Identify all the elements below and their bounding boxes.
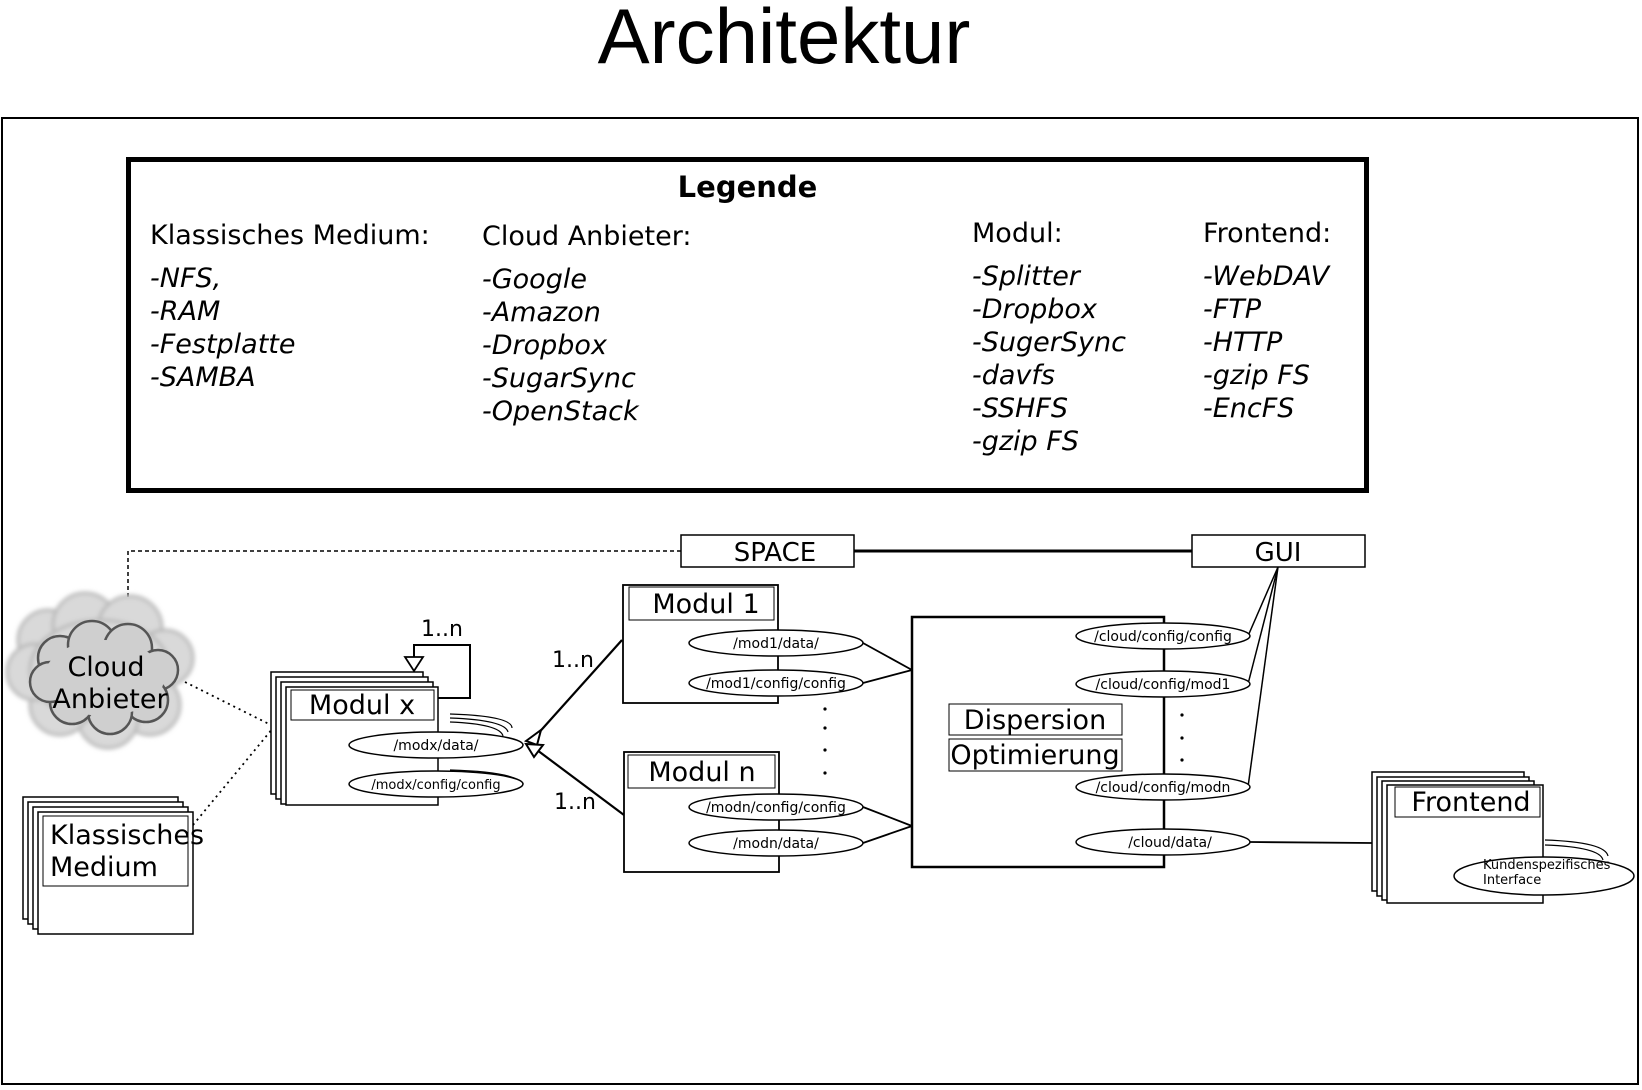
- dispersion-label-box: [948, 703, 1123, 736]
- arrowhead: [523, 727, 543, 747]
- modul-n-header: [627, 754, 776, 789]
- arrowhead: [524, 742, 545, 759]
- modx-config-label: /modx/config/config: [371, 778, 500, 793]
- stack-edge: [1544, 844, 1604, 861]
- modul-n-label: Modul n: [648, 757, 755, 788]
- multiplicity-top: 1..n: [552, 648, 594, 673]
- legend-item: -OpenStack: [482, 396, 639, 427]
- modx-data-ellipse: [348, 731, 524, 759]
- legend-item: -Amazon: [482, 297, 601, 328]
- legend-heading: Modul:: [972, 218, 1063, 249]
- modx-data-label: /modx/data/: [393, 738, 478, 754]
- cloud-shape: [5, 591, 195, 750]
- cloud-data-label: /cloud/data/: [1128, 835, 1212, 851]
- cloud-config-ellipsis-dots: [1180, 713, 1184, 762]
- legend-box: Legende Klassisches Medium: -NFS, -RAM -…: [126, 157, 1369, 493]
- stack-edge: [1544, 839, 1609, 857]
- legend-item: -SugarSync: [482, 363, 636, 394]
- multiplicity-bottom: 1..n: [554, 790, 596, 815]
- cloud-data-frontend-link: [1249, 841, 1373, 844]
- legend-item: -Google: [482, 264, 587, 295]
- legend-column-frontend: Frontend: -WebDAV -FTP -HTTP -gzip FS -E…: [1203, 218, 1331, 425]
- dispersion-label: Dispersion: [964, 705, 1106, 736]
- legend-heading: Frontend:: [1203, 218, 1332, 249]
- legend-item: -gzip FS: [972, 426, 1079, 457]
- gui-config-links: [1247, 566, 1279, 788]
- legend-item: -Splitter: [972, 261, 1080, 292]
- optimierung-label-box: [948, 738, 1123, 772]
- legend-column-modul: Modul: -Splitter -Dropbox -SugerSync -da…: [972, 218, 1126, 458]
- stack-edge: [449, 713, 513, 729]
- legend-item: -SAMBA: [150, 362, 256, 393]
- legend-item: -EncFS: [1203, 393, 1295, 424]
- legend-item: -gzip FS: [1203, 360, 1310, 391]
- cloud-mod1-label: /cloud/config/mod1: [1096, 677, 1231, 693]
- module-dispersion-links: [862, 642, 913, 844]
- legend-column-klassisches-medium: Klassisches Medium: -NFS, -RAM -Festplat…: [150, 220, 430, 394]
- frontend-label: Frontend: [1411, 787, 1530, 818]
- legend-item: -Festplatte: [150, 329, 296, 360]
- modul1-inherit-link: [534, 639, 623, 738]
- stack-edge: [449, 717, 509, 733]
- mod1-config-label: /mod1/config/config: [706, 676, 846, 692]
- legend-item: -WebDAV: [1203, 261, 1330, 292]
- legend-item: -Dropbox: [972, 294, 1097, 325]
- arrowhead: [403, 656, 425, 673]
- page-title: Architektur: [597, 0, 971, 80]
- modul-x-multiplicity: 1..n: [421, 617, 463, 642]
- interface-label-container: Kundenspezifisches Interface: [1483, 858, 1611, 888]
- mod1-data-label: /mod1/data/: [733, 636, 819, 652]
- space-box: [680, 534, 855, 568]
- cloud-modn-ellipse: [1075, 773, 1251, 801]
- stack-edge: [449, 721, 504, 737]
- gui-label: GUI: [1255, 538, 1302, 568]
- cloud-mod1-ellipse: [1075, 670, 1251, 698]
- gui-box: [1191, 534, 1366, 568]
- modul-x-self-link: [413, 644, 471, 699]
- module-ellipsis-dots: [823, 707, 827, 775]
- interface-ellipse: [1453, 856, 1635, 896]
- modn-config-label: /modn/config/config: [706, 800, 846, 816]
- modul-1-label: Modul 1: [652, 589, 759, 620]
- interface-label: Kundenspezifisches Interface: [1483, 858, 1611, 888]
- cloud-modul-dotted-link: [184, 681, 274, 727]
- legend-item: -HTTP: [1203, 327, 1283, 358]
- cloud-config-label: /cloud/config/config: [1094, 629, 1232, 645]
- legend-item: -RAM: [150, 296, 221, 327]
- modul-x-label: Modul x: [309, 690, 415, 721]
- cloud-label-line2: Anbieter: [52, 684, 168, 715]
- legend-item: -Dropbox: [482, 330, 607, 361]
- legend-item: -davfs: [972, 360, 1055, 391]
- legend-title: Legende: [677, 170, 818, 204]
- space-label: SPACE: [734, 538, 816, 568]
- legend-item: -SugerSync: [972, 327, 1126, 358]
- optimierung-label: Optimierung: [950, 740, 1119, 771]
- cloud-config-ellipse: [1075, 622, 1251, 650]
- modx-config-ellipse: [348, 770, 524, 798]
- cloud-modn-label: /cloud/config/modn: [1096, 780, 1231, 796]
- legend-item: -NFS,: [150, 263, 222, 294]
- modul-1-header: [628, 586, 775, 621]
- medium-modul-dotted-link: [192, 727, 274, 826]
- moduln-inherit-link: [536, 749, 625, 816]
- cloud-label-line1: Cloud: [67, 652, 144, 683]
- diagram-frame: [1, 117, 1639, 1085]
- klassisches-medium-stack: [22, 796, 194, 935]
- klassisches-label-line1: Klassisches: [50, 820, 204, 851]
- modn-data-label: /modn/data/: [733, 836, 819, 852]
- legend-heading: Cloud Anbieter:: [482, 221, 692, 252]
- legend-column-cloud-anbieter: Cloud Anbieter: -Google -Amazon -Dropbox…: [482, 221, 691, 428]
- legend-item: -FTP: [1203, 294, 1262, 325]
- legend-item: -SSHFS: [972, 393, 1069, 424]
- legend-heading: Klassisches Medium:: [150, 220, 430, 251]
- klassisches-label-line2: Medium: [50, 852, 158, 883]
